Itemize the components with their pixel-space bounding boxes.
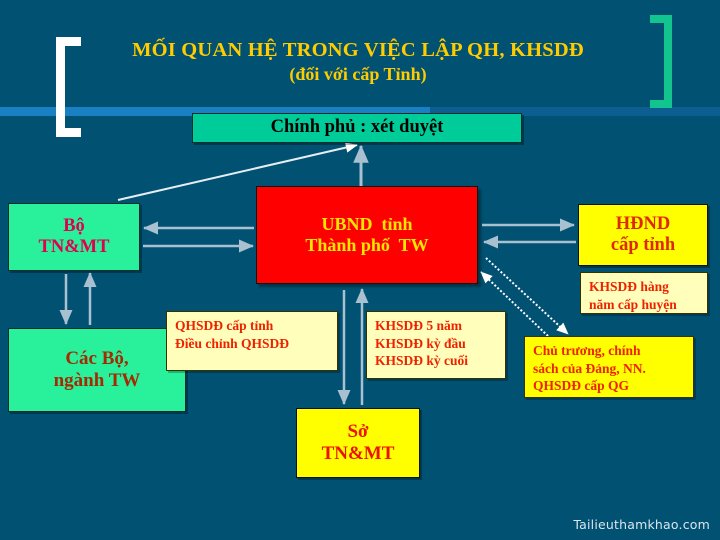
note-khsdd-huyen-line2: năm cấp huyện [589,296,677,312]
note-chu-truong-line1: Chủ trương, chính [533,343,641,358]
box-bo-tnmt-line2: TN&MT [38,237,110,257]
note-qhsdd-tinh-line2: Điều chỉnh QHSDĐ [175,335,290,351]
note-qhsdd-cap-tinh[interactable]: QHSDĐ cấp tỉnh Điều chỉnh QHSDĐ [166,311,338,371]
left-bracket [56,37,81,137]
note-khsdd-ky-line3: KHSDĐ kỳ cuối [375,353,469,369]
box-so-tnmt-line1: Sở [347,420,369,442]
box-government-label: Chính phủ : xét duyệt [270,117,444,138]
note-khsdd-huyen-line1: KHSDĐ hàng [589,279,669,294]
decorative-band-right [430,107,720,116]
box-ubnd-line1: UBND tỉnh [321,214,413,235]
note-khsdd-ky-line2: KHSDĐ kỳ đầu [375,335,466,351]
watermark: Tailieuthamkhao.com [573,517,710,532]
note-khsdd-ky-line1: KHSDĐ 5 năm [375,318,463,333]
slide-title: MỐI QUAN HỆ TRONG VIỆC LẬP QH, KHSDĐ (đố… [78,38,638,85]
box-bo-tnmt[interactable]: Bộ TN&MT [8,203,140,271]
box-bo-tnmt-line1: Bộ [63,215,85,236]
box-hdnd-line2: cấp tỉnh [610,235,676,255]
note-chu-truong-line2: sách của Đảng, NN. [533,360,646,376]
right-bracket [650,15,672,108]
box-hdnd-line1: HĐND [615,213,671,234]
box-so-tnmt-line2: TN&MT [321,443,395,464]
title-main-line: MỐI QUAN HỆ TRONG VIỆC LẬP QH, KHSDĐ [132,39,584,61]
box-so-tnmt[interactable]: Sở TN&MT [296,408,420,478]
note-qhsdd-tinh-line1: QHSDĐ cấp tỉnh [175,318,274,333]
note-khsdd-cap-huyen[interactable]: KHSDĐ hàng năm cấp huyện [580,272,708,314]
box-government[interactable]: Chính phủ : xét duyệt [192,113,522,143]
box-cac-bo-line1: Các Bộ, [65,347,129,369]
box-cac-bo-line2: ngành TW [53,370,141,391]
box-cac-bo-nganh-tw[interactable]: Các Bộ, ngành TW [8,328,186,412]
note-chu-truong-line3: QHSDĐ cấp QG [533,378,630,394]
box-ubnd-line2: Thành phố TW [305,235,429,255]
decorative-band [0,107,720,116]
box-hdnd-cap-tinh[interactable]: HĐND cấp tỉnh [578,204,708,266]
note-chu-truong-chinh-sach[interactable]: Chủ trương, chính sách của Đảng, NN. QHS… [524,336,694,398]
box-ubnd[interactable]: UBND tỉnh Thành phố TW [256,186,478,284]
title-sub-line: (đối với cấp Tỉnh) [289,64,427,85]
note-khsdd-ky[interactable]: KHSDĐ 5 năm KHSDĐ kỳ đầu KHSDĐ kỳ cuối [366,311,506,379]
